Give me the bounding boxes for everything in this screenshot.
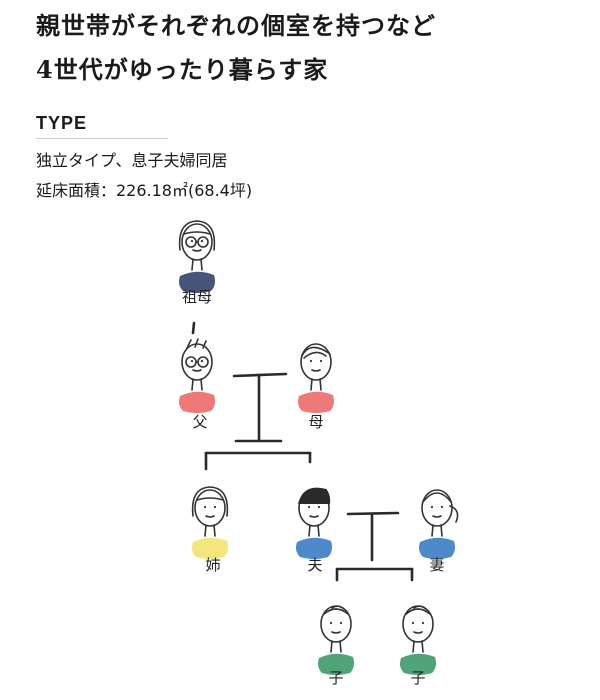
grandmother-eye-left: [191, 240, 193, 242]
sister-eye-right: [214, 506, 216, 508]
member-label-child2: 子: [410, 669, 425, 687]
member-wife: 妻: [419, 490, 458, 574]
father-shirt: [179, 392, 215, 413]
member-label-husband: 夫: [307, 556, 322, 574]
grandmother-eye-right: [201, 240, 203, 242]
member-label-mother: 母: [308, 413, 323, 431]
wife-eye-left: [431, 506, 433, 508]
member-husband: 夫: [296, 489, 332, 574]
sister-eye-left: [204, 506, 206, 508]
grandmother-hair: [180, 221, 215, 250]
grandmother-mouth: [193, 250, 201, 251]
child1-eye-right: [340, 622, 342, 624]
member-mother: 母: [298, 344, 334, 431]
husband-mouth: [310, 516, 318, 517]
child1-eye-left: [330, 622, 332, 624]
member-sister: 姉: [192, 487, 228, 574]
wife-hair: [423, 493, 458, 522]
sister-hair: [193, 487, 228, 516]
father-mouth: [193, 370, 201, 371]
grandmother-link: [193, 323, 194, 333]
member-label-sister: 姉: [205, 556, 220, 574]
child1-mouth: [332, 632, 340, 633]
grandmother-glasses-icon: [186, 237, 208, 247]
child1-face: [321, 606, 351, 642]
husband-hair: [299, 489, 329, 504]
member-grandmother: 祖母: [179, 221, 215, 306]
member-father: 父: [179, 339, 215, 431]
child2-eye-left: [412, 622, 414, 624]
member-label-grandmother: 祖母: [182, 288, 212, 306]
father-eye-right: [201, 360, 203, 362]
member-label-child1: 子: [328, 669, 343, 687]
father-eye-left: [191, 360, 193, 362]
father-glasses-icon: [186, 357, 208, 367]
mother-eye-right: [320, 360, 322, 362]
wife-face: [422, 490, 452, 526]
mother-eye-left: [310, 360, 312, 362]
mother-mouth: [312, 370, 320, 371]
mother-shirt: [298, 392, 334, 413]
husband-eye-right: [318, 506, 320, 508]
member-label-wife: 妻: [429, 556, 444, 574]
child2-eye-right: [422, 622, 424, 624]
member-label-father: 父: [192, 413, 207, 431]
child2-mouth: [414, 632, 422, 633]
child2-face: [403, 606, 433, 642]
sister-mouth: [206, 516, 214, 517]
member-child2: 子: [400, 606, 436, 687]
husband-eye-left: [308, 506, 310, 508]
sister-face: [195, 490, 225, 526]
wife-mouth: [433, 516, 441, 517]
mother-face: [301, 344, 331, 380]
wife-eye-right: [441, 506, 443, 508]
member-child1: 子: [318, 606, 354, 687]
